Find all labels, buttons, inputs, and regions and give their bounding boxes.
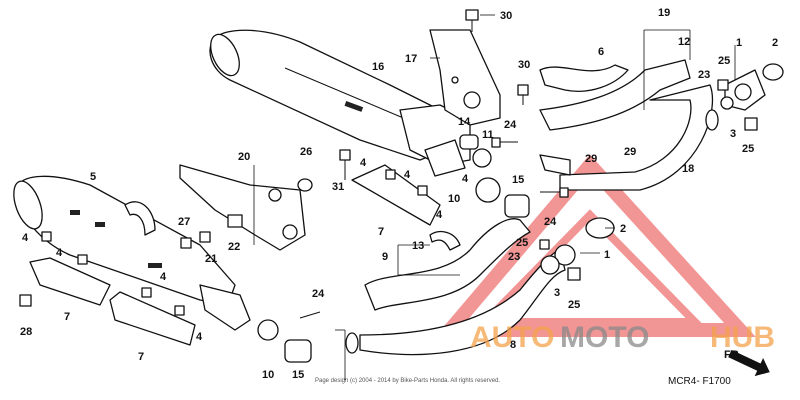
label-7-bottom: 7: [138, 351, 144, 363]
label-25-lower-b: 25: [568, 299, 580, 311]
label-7-center: 7: [378, 226, 384, 238]
upper-exhaust-pipe: [539, 59, 691, 131]
label-23-lower: 23: [508, 251, 520, 263]
clamp-parts-center: [459, 134, 530, 218]
label-14: 14: [458, 116, 471, 128]
label-8: 8: [510, 339, 516, 351]
label-4-l3: 4: [160, 271, 167, 283]
label-13: 13: [412, 240, 424, 252]
label-1-top: 1: [736, 37, 742, 49]
bracket-17: [429, 29, 501, 126]
label-4-l4: 4: [196, 331, 203, 343]
label-4-c3: 4: [462, 173, 469, 185]
label-30-mid: 30: [518, 59, 530, 71]
label-28: 28: [20, 326, 32, 338]
label-23-top: 23: [698, 69, 710, 81]
label-15-lower: 15: [292, 369, 304, 381]
heat-shield-6: [539, 64, 629, 92]
label-25-top: 25: [718, 55, 730, 67]
label-3-lower: 3: [554, 287, 560, 299]
nut-28: [19, 294, 32, 307]
watermark-moto: MOTO: [560, 321, 649, 354]
copyright-text: Page design (c) 2004 - 2014 by Bike-Part…: [315, 378, 500, 384]
label-24-lower: 24: [312, 288, 325, 300]
label-2-lower: 2: [620, 223, 626, 235]
watermark-auto: AUTO: [470, 321, 554, 354]
label-10-center: 10: [448, 193, 460, 205]
label-9: 9: [382, 251, 388, 263]
bolt-30-top: [465, 9, 479, 32]
label-7-left: 7: [64, 311, 70, 323]
label-29-a: 29: [585, 153, 597, 165]
pipe-18: [539, 154, 571, 176]
label-27: 27: [178, 216, 190, 228]
fr-label: FR.: [724, 349, 742, 361]
label-16: 16: [372, 61, 384, 73]
bolt-24-right: [540, 187, 569, 198]
label-24-right: 24: [544, 216, 557, 228]
label-29-b: 29: [624, 146, 636, 158]
label-31: 31: [332, 181, 344, 193]
diagram-code: MCR4- F1700: [668, 376, 731, 387]
upper-muffler: [209, 29, 471, 177]
heat-shield-7-center: [351, 164, 441, 226]
label-15-center: 15: [512, 174, 524, 186]
heat-shield-7-left: [29, 257, 111, 306]
label-19: 19: [658, 7, 670, 19]
flange-lower: [539, 217, 615, 281]
flange-upper: [717, 63, 784, 131]
label-5: 5: [90, 171, 96, 183]
part-labels: 30 17 16 6 19 12 25 1 2 23 3 25 30 14 11…: [20, 7, 778, 381]
watermark-hub: HUB: [710, 321, 775, 354]
label-3-top: 3: [730, 128, 736, 140]
lower-exhaust-pipe: [364, 218, 531, 311]
label-18: 18: [682, 163, 694, 175]
label-25-lower-a: 25: [516, 237, 528, 249]
watermark-text: AUTO MOTO HUB: [470, 321, 775, 354]
front-arrow-icon: [728, 349, 770, 377]
label-4-c1: 4: [360, 157, 367, 169]
label-11: 11: [482, 129, 494, 141]
label-30-top: 30: [500, 10, 512, 22]
leader-lines: [253, 14, 736, 380]
nuts-4: [41, 169, 428, 316]
bolt-24-center: [491, 137, 518, 148]
label-2-top: 2: [772, 37, 778, 49]
label-10-lower: 10: [262, 369, 274, 381]
bolt-30-mid: [517, 84, 529, 105]
label-6: 6: [598, 46, 604, 58]
label-4-l1: 4: [22, 232, 29, 244]
label-20: 20: [238, 151, 250, 163]
label-1-lower: 1: [604, 249, 610, 261]
heat-shield-7-bottom: [109, 291, 196, 346]
label-24-center: 24: [504, 119, 517, 131]
label-26: 26: [300, 146, 312, 158]
label-4-c4: 4: [436, 209, 443, 221]
label-22: 22: [228, 241, 240, 253]
label-17: 17: [405, 53, 417, 65]
label-25-right: 25: [742, 143, 754, 155]
label-21: 21: [205, 253, 217, 265]
label-4-c2: 4: [404, 169, 411, 181]
label-4-l2: 4: [56, 247, 63, 259]
label-12: 12: [678, 36, 690, 48]
clamp-13: [429, 231, 461, 251]
clamp-parts-lower: [257, 311, 321, 363]
bracket-20: [179, 164, 306, 251]
left-muffler: [13, 175, 251, 331]
fasteners-left: [124, 149, 351, 249]
